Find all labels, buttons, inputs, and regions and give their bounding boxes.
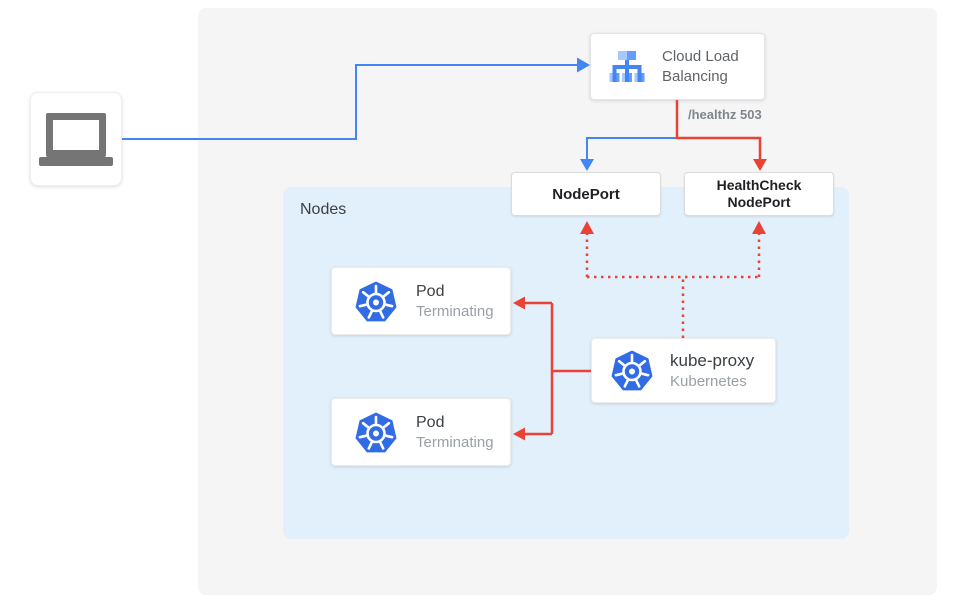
laptop-base-shape (39, 156, 113, 166)
laptop-icon (39, 112, 113, 166)
healthz-status-label: /healthz 503 (688, 107, 762, 122)
pod-terminating-card-2: Pod Terminating (331, 398, 511, 466)
user-laptop-card (30, 92, 122, 186)
laptop-screen-shape (46, 112, 106, 157)
pod-status: Terminating (416, 302, 494, 320)
kubernetes-icon (611, 350, 653, 391)
pod-title: Pod (416, 282, 445, 300)
kube-proxy-subtitle: Kubernetes (670, 372, 747, 390)
pod-title: Pod (416, 413, 445, 431)
nodeport-label: NodePort (552, 185, 620, 203)
kube-proxy-text: kube-proxy Kubernetes (670, 350, 754, 392)
pod-text: Pod Terminating (416, 412, 494, 453)
cloud-load-balancing-label: Cloud Load Balancing (662, 47, 739, 85)
healthcheck-nodeport-label: HealthCheck NodePort (716, 177, 802, 210)
pod-status: Terminating (416, 433, 494, 451)
nodes-panel-label: Nodes (300, 201, 347, 218)
kubernetes-icon (355, 412, 397, 452)
nodeport-card: NodePort (511, 172, 661, 216)
pod-text: Pod Terminating (416, 281, 494, 322)
healthcheck-nodeport-card: HealthCheck NodePort (684, 172, 834, 216)
kube-proxy-title: kube-proxy (670, 350, 755, 370)
cloud-load-balancing-card: Cloud Load Balancing (590, 33, 765, 100)
kubernetes-icon (355, 281, 397, 321)
kube-proxy-card: kube-proxy Kubernetes (591, 338, 776, 403)
cloud-load-balancing-icon (609, 51, 645, 82)
pod-terminating-card-1: Pod Terminating (331, 267, 511, 335)
